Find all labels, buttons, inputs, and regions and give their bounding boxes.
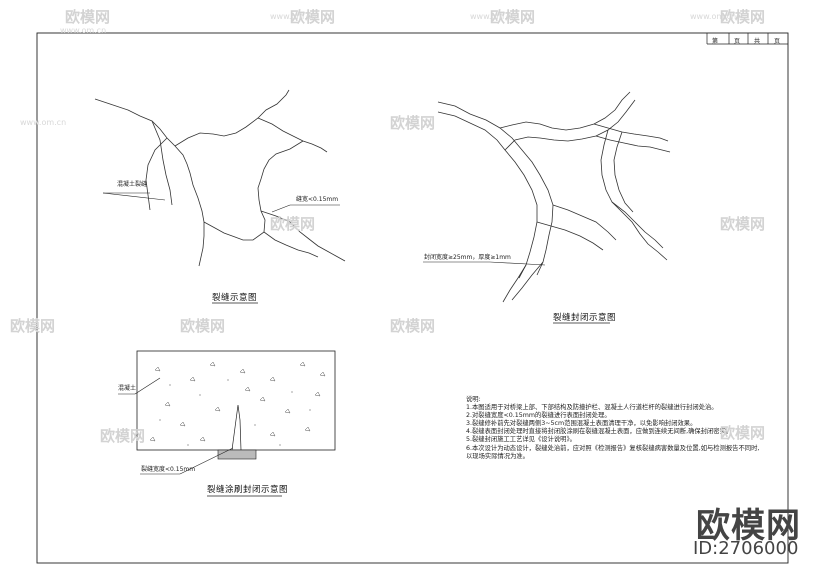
title-block-page: 页 bbox=[734, 38, 741, 45]
label-concrete-crack: 混凝土裂缝 bbox=[117, 181, 148, 188]
watermark-url: www.om.cn bbox=[20, 118, 67, 127]
title-block-page-2: 页 bbox=[774, 38, 781, 45]
note-line-4: 4.裂缝表面封闭处理时直接将封闭胶涂刷在裂缝混凝土表面，应做到连续无间断,确保封… bbox=[466, 428, 733, 436]
title-block-sheet: 第 bbox=[712, 38, 719, 45]
watermark-brand: 欧模网 bbox=[390, 114, 436, 132]
crack-leaders bbox=[102, 192, 340, 213]
drawing-frame bbox=[36, 32, 789, 564]
watermark-brand: 欧模网 bbox=[720, 8, 766, 26]
seal-strip bbox=[217, 449, 257, 460]
concrete-section bbox=[136, 350, 336, 460]
watermark-brand: 欧模网 bbox=[65, 8, 111, 26]
watermark-brand: 欧模网 bbox=[390, 317, 436, 335]
watermark-brand: 欧模网 bbox=[720, 215, 766, 233]
watermark-url: www.om.cn bbox=[690, 12, 737, 21]
diagram2-title: 裂缝封闭示意图 bbox=[553, 313, 617, 323]
note-line-6: 6.本次设计为动态设计，裂缝处治前，应对照《检测报告》复核裂缝病害数量及位置,如… bbox=[466, 444, 760, 452]
watermark-url: www.om.cn bbox=[270, 12, 317, 21]
label-seal-spec: 封闭宽度≥25mm，厚度≥1mm bbox=[424, 254, 511, 261]
watermark-brand: 欧模网 bbox=[100, 427, 146, 445]
title-block bbox=[706, 33, 788, 45]
note-line-5: 5.裂缝封闭施工工艺详见《设计说明》。 bbox=[466, 436, 576, 444]
diagram3-title: 裂缝涂刷封闭示意图 bbox=[207, 485, 289, 495]
brand-id: ID:2706000 bbox=[693, 538, 799, 559]
watermark-brand: 欧模网 bbox=[270, 215, 316, 233]
seal-leader bbox=[423, 261, 546, 266]
watermark-url: www.om.cn bbox=[60, 26, 107, 35]
notes-heading: 说明: bbox=[466, 396, 481, 403]
watermark-brand: 欧模网 bbox=[290, 8, 336, 26]
crack-sketch bbox=[94, 89, 346, 267]
concrete-leaders bbox=[118, 377, 234, 475]
label-concrete: 混凝土 bbox=[118, 385, 137, 392]
notes-block: 说明: 1.本图适用于对桥梁上部、下部结构及防撞护栏、混凝土人行道栏杆的裂缝进行… bbox=[466, 396, 759, 461]
title-block-total: 共 bbox=[754, 38, 761, 45]
watermark-brand: 欧模网 bbox=[490, 8, 536, 26]
label-crack-width-2: 裂缝宽度<0.15mm bbox=[141, 466, 196, 473]
watermark-url: www.om.cn bbox=[470, 12, 517, 21]
watermark-brand: 欧模网 bbox=[720, 424, 766, 442]
brand-logo: 欧模网 bbox=[696, 506, 801, 546]
note-line-7: 以现场实际情况为准。 bbox=[466, 452, 529, 460]
note-line-3: 3.裂缝修补前先对裂缝两侧3~5cm范围混凝土表面清理干净，以免影响封闭效果。 bbox=[466, 420, 697, 428]
watermark-brand: 欧模网 bbox=[10, 317, 56, 335]
note-line-2: 2.对裂缝宽度<0.15mm的裂缝进行表面封闭处理。 bbox=[466, 412, 611, 420]
note-line-1: 1.本图适用于对桥梁上部、下部结构及防撞护栏、混凝土人行道栏杆的裂缝进行封闭处治… bbox=[466, 404, 718, 412]
label-crack-width: 缝宽<0.15mm bbox=[296, 196, 339, 203]
watermark-brand: 欧模网 bbox=[180, 317, 226, 335]
diagram1-title: 裂缝示意图 bbox=[212, 293, 258, 303]
sealed-crack-sketch bbox=[437, 91, 671, 303]
